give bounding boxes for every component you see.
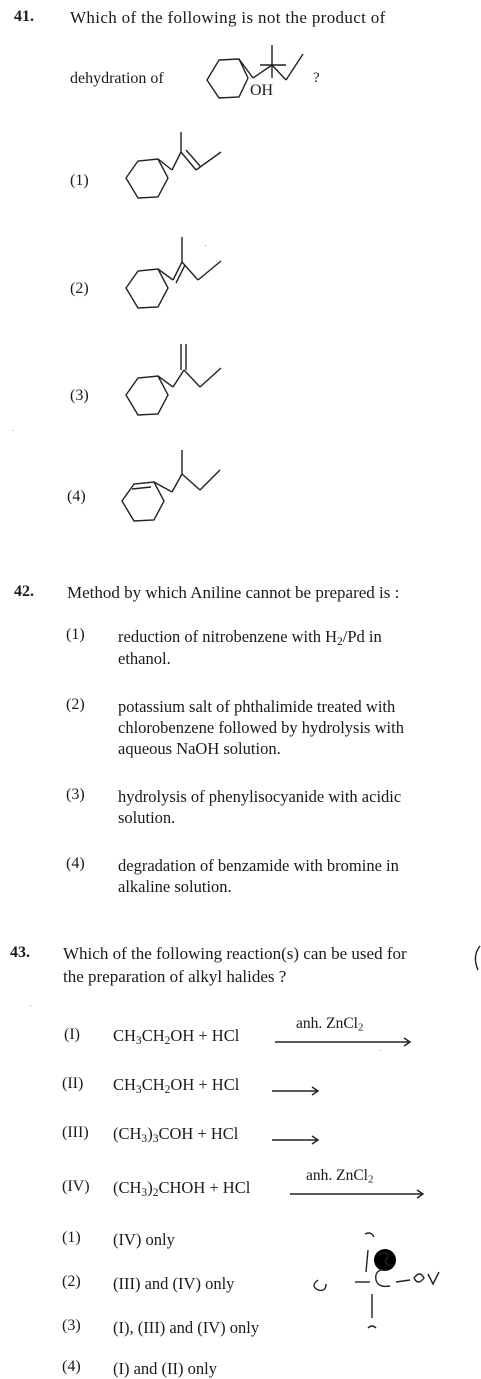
q43-reaction-3-arrow — [272, 1135, 320, 1145]
q43-option-2-label[interactable]: (2) — [62, 1273, 81, 1290]
q43-reaction-3-equation: (CH3)3COH + HCl — [113, 1124, 239, 1145]
q43-question-line2: the preparation of alkyl halides ? — [63, 967, 287, 986]
scan-speck — [205, 245, 206, 246]
q43-option-2-text: (III) and (IV) only — [113, 1274, 235, 1293]
q43-reaction-3-label: (III) — [62, 1124, 89, 1141]
q41-option-4-structure — [121, 450, 221, 522]
q41-dehydration-label: dehydration of — [70, 70, 164, 87]
q41-reactant-structure — [206, 45, 304, 99]
q43-reaction-1-arrow — [275, 1037, 412, 1047]
q41-question: Which of the following is not the produc… — [70, 8, 386, 27]
q42-question: Method by which Aniline cannot be prepar… — [67, 583, 400, 602]
q43-reaction-1-equation: CH3CH2OH + HCl — [113, 1026, 240, 1047]
q43-option-4-text: (I) and (II) only — [113, 1359, 217, 1378]
q43-option-1-label[interactable]: (1) — [62, 1229, 81, 1246]
q43-reaction-1-catalyst: anh. ZnCl2 — [296, 1015, 364, 1034]
q42-option-2-text-line2: chlorobenzene followed by hydrolysis wit… — [118, 718, 404, 737]
q43-reaction-2-arrow — [272, 1086, 320, 1096]
handwritten-annotation — [313, 1232, 440, 1329]
q41-option-2-structure — [125, 237, 222, 309]
q42-option-4-text-line1: degradation of benzamide with bromine in — [118, 856, 399, 875]
q41-option-3-structure — [125, 344, 222, 416]
q41-number: 41. — [14, 8, 34, 25]
q42-option-1-text: reduction of nitrobenzene with H2/Pd in — [118, 627, 382, 648]
q41-option-3-label[interactable]: (3) — [70, 387, 89, 404]
q43-reaction-2-equation: CH3CH2OH + HCl — [113, 1075, 240, 1096]
q42-option-1-label[interactable]: (1) — [66, 626, 85, 643]
q42-option-4-label[interactable]: (4) — [66, 855, 85, 872]
q43-reaction-4-equation: (CH3)2CHOH + HCl — [113, 1178, 251, 1199]
q41-option-4-label[interactable]: (4) — [67, 488, 86, 505]
q43-reaction-4-catalyst: anh. ZnCl2 — [306, 1167, 374, 1186]
q42-number: 42. — [14, 583, 34, 600]
q42-option-2-label[interactable]: (2) — [66, 696, 85, 713]
q42-option-3-text-line1: hydrolysis of phenylisocyanide with acid… — [118, 787, 402, 806]
q42-option-3-text-line2: solution. — [118, 808, 176, 827]
q43-option-1-text: (IV) only — [113, 1230, 175, 1249]
q43-reaction-2-label: (II) — [62, 1075, 84, 1092]
q43-reaction-4-arrow — [290, 1189, 425, 1199]
q42-option-2-text-line1: potassium salt of phthalimide treated wi… — [118, 697, 396, 716]
q43-option-3-label[interactable]: (3) — [62, 1317, 81, 1334]
q43-option-3-text: (I), (III) and (IV) only — [113, 1318, 260, 1337]
q43-question-line1: Which of the following reaction(s) can b… — [63, 944, 407, 963]
q43-margin-bracket — [474, 945, 481, 971]
scan-speck — [30, 1005, 31, 1006]
q41-option-2-label[interactable]: (2) — [70, 280, 89, 297]
q41-option-1-structure — [125, 132, 222, 199]
q42-option-4-text-line2: alkaline solution. — [118, 877, 232, 896]
q41-option-1-label[interactable]: (1) — [70, 172, 89, 189]
q41-oh-label: OH — [250, 82, 274, 99]
q43-reaction-1-label: (I) — [64, 1026, 80, 1043]
q42-option-1-text-line2: ethanol. — [118, 649, 171, 668]
q41-question-mark: ? — [313, 70, 320, 86]
q43-option-4-label[interactable]: (4) — [62, 1358, 81, 1375]
q42-option-3-label[interactable]: (3) — [66, 786, 85, 803]
q42-option-2-text-line3: aqueous NaOH solution. — [118, 739, 281, 758]
q43-reaction-4-label: (IV) — [62, 1178, 90, 1195]
scan-speck — [12, 430, 13, 431]
scan-speck — [380, 1050, 381, 1051]
q43-number: 43. — [10, 944, 30, 961]
